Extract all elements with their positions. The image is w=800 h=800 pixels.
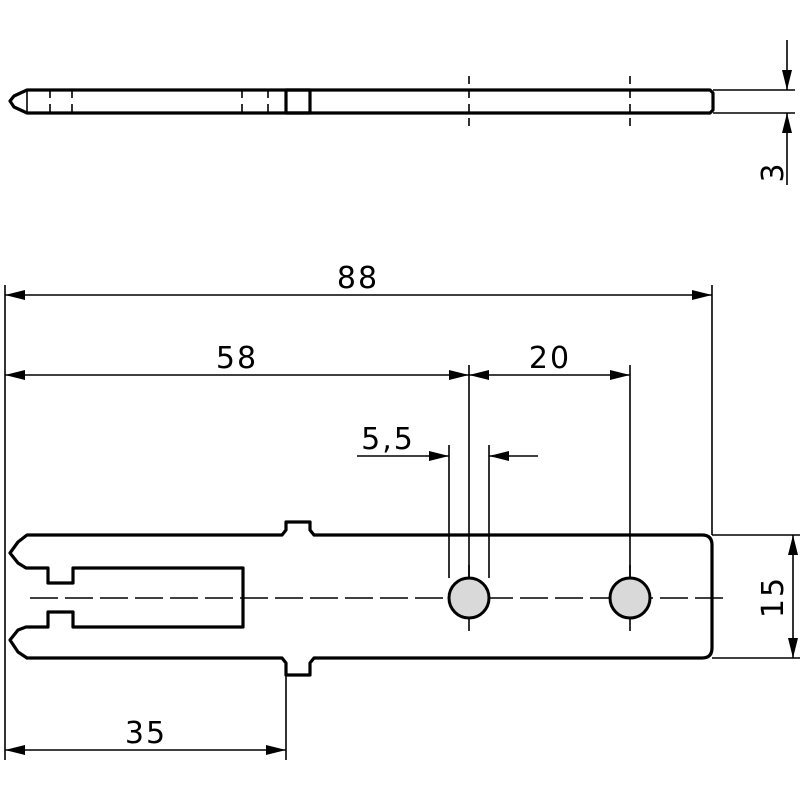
dimensions: 88 58 20 5,5 15 35 bbox=[4, 261, 800, 760]
arrow-head bbox=[692, 290, 712, 300]
arrow-head bbox=[788, 535, 798, 555]
dim-thickness-label: 3 bbox=[756, 161, 791, 182]
dim-first-hole-label: 58 bbox=[216, 341, 258, 376]
arrow-head bbox=[266, 745, 286, 755]
arrow-head bbox=[610, 370, 630, 380]
mounting-hole bbox=[447, 576, 491, 620]
arrow-head bbox=[782, 113, 792, 133]
dim-overall-length-label: 88 bbox=[337, 261, 379, 296]
arrow-head bbox=[5, 370, 25, 380]
side-view-outline bbox=[8, 88, 715, 115]
arrow-head bbox=[788, 638, 798, 658]
arrow-head bbox=[5, 745, 25, 755]
side-view: 3 bbox=[8, 40, 795, 185]
plan-view bbox=[8, 520, 728, 677]
arrow-head bbox=[782, 70, 792, 90]
arrow-head bbox=[469, 370, 489, 380]
arrow-head bbox=[429, 451, 449, 461]
dim-hole-diameter-label: 5,5 bbox=[361, 422, 415, 457]
side-view-tab bbox=[284, 88, 312, 115]
arrow-head bbox=[449, 370, 469, 380]
plan-view-outline bbox=[8, 520, 714, 677]
dim-width-label: 15 bbox=[756, 576, 791, 618]
dim-hole-spacing-label: 20 bbox=[529, 341, 571, 376]
arrow-head bbox=[489, 451, 509, 461]
dim-slot-length-label: 35 bbox=[125, 716, 167, 751]
mounting-hole bbox=[608, 576, 652, 620]
arrow-head bbox=[5, 290, 25, 300]
